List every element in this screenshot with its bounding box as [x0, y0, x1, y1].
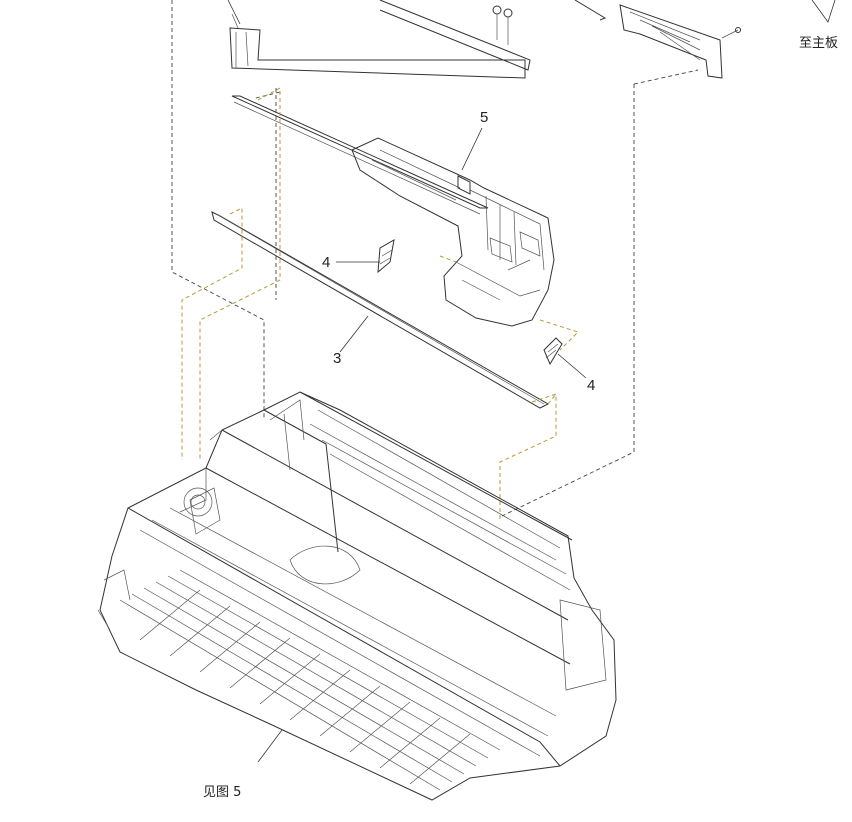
spring-lower [543, 337, 587, 379]
base-chassis [97, 391, 617, 801]
alignment-guides [181, 87, 579, 520]
board-bracket [574, 0, 836, 79]
see-figure-label: 见图 5 [203, 785, 242, 800]
to-mainboard-label: 至主板 [799, 36, 839, 51]
callout-5: 5 [480, 109, 489, 126]
top-rail [379, 0, 531, 71]
top-bracket [227, 0, 526, 79]
assembly-guides [171, 0, 699, 517]
guide-rail [231, 95, 489, 215]
carriage-unit [351, 127, 555, 327]
callout-3: 3 [333, 350, 342, 367]
callout-4-lower: 4 [587, 377, 596, 394]
callout-4-upper: 4 [322, 254, 331, 271]
carriage-shaft [211, 211, 550, 409]
spring-upper [336, 239, 395, 274]
